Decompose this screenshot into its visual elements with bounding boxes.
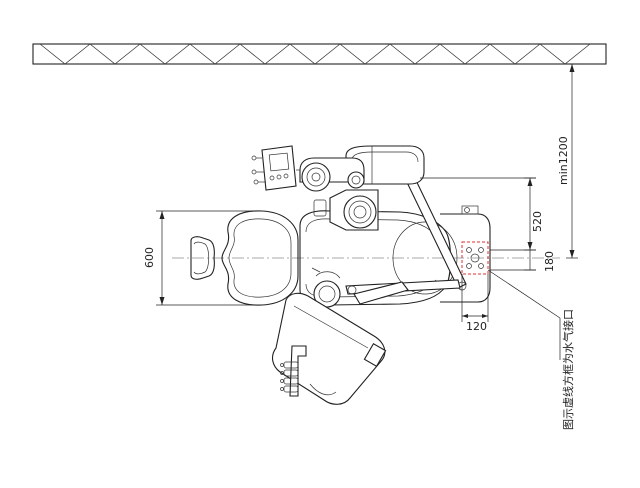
backrest [221,210,299,306]
chair-base [440,205,491,303]
interface-note-text: 图示虚线方框为水气接口 [561,309,575,430]
handpiece-holder [280,345,337,397]
dimension-chair-width: 600 [143,210,262,306]
dimension-box-width: 120 [461,274,489,333]
light-arm [401,167,467,291]
instrument-tray [271,292,387,405]
ceiling-beam [32,43,607,65]
interface-note-leader [487,269,561,360]
min-height-label: min1200 [557,136,570,185]
water-bottle-unit [313,189,379,231]
base-offset-label: 180 [543,251,556,272]
dimension-arm-offset: 520 [420,177,544,251]
assistant-arm [345,279,461,305]
instrument-arm [299,157,365,192]
headrest [190,236,215,280]
chair-width-label: 600 [143,247,156,268]
box-width-label: 120 [466,320,487,333]
arm-offset-label: 520 [531,211,544,232]
control-panel [251,145,300,191]
dimension-base-offset: 180 [490,249,556,272]
dimension-min-height: min1200 [557,63,578,259]
water-air-interface-box [461,241,489,275]
saliva-ejector-holder [311,267,341,308]
